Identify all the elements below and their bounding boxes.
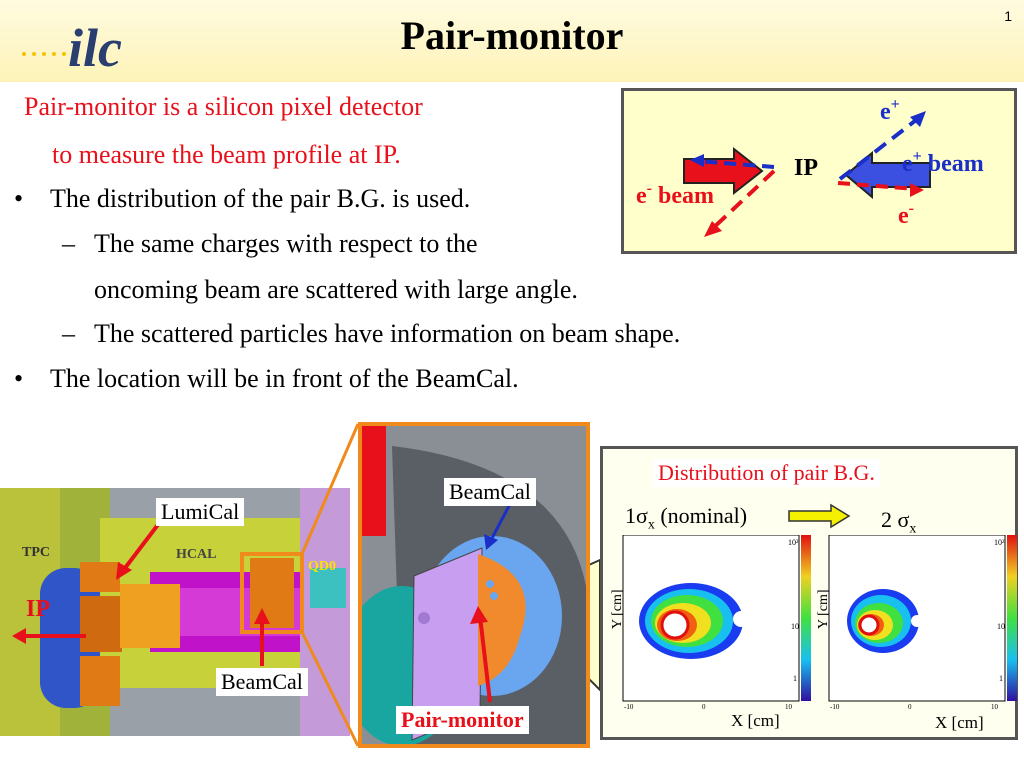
beam-diagram: IP e+ e+ beam e- e- beam: [621, 88, 1017, 254]
svg-text:ilc: ilc: [68, 18, 122, 74]
e-plus-beam-label: e+ beam: [902, 148, 984, 177]
scale-top-right: 10²: [994, 538, 1005, 547]
bullet-2-text: The same charges with respect to the: [94, 229, 478, 258]
scale-mid-right: 10: [997, 622, 1005, 631]
qd0-label: QD0: [308, 559, 336, 574]
bullet-2-marker: –: [62, 229, 75, 258]
intro-line-1: Pair-monitor is a silicon pixel detector: [24, 92, 423, 121]
bullet-1-text: The distribution of the pair B.G. is use…: [50, 184, 471, 213]
tick-left-end: 10: [785, 703, 793, 711]
nominal-label: 1σx (nominal): [625, 503, 748, 533]
distribution-plot-double: Y [cm] 10² 10 1 -10 0 10: [816, 535, 1017, 711]
scale-bot-left: 1: [793, 674, 797, 683]
arrow-icon: [788, 503, 851, 529]
bullet-3-text: oncoming beam are scattered with large a…: [94, 275, 578, 304]
beam-diagram-svg: IP e+ e+ beam e- e- beam: [636, 96, 984, 237]
tick-left-1: -10: [624, 703, 634, 711]
page-number: 1: [1004, 8, 1012, 24]
yaxis-label-right: Y [cm]: [816, 589, 831, 629]
bullet-5-text: The location will be in front of the Bea…: [50, 364, 519, 393]
bullet-1-marker: •: [14, 184, 24, 213]
distribution-title: Distribution of pair B.G.: [653, 459, 880, 487]
scale-bot-right: 1: [999, 674, 1003, 683]
e-minus-label: e-: [898, 200, 914, 229]
slide-header: ilc Pair-monitor 1: [0, 0, 1024, 82]
tick-left-mid: 0: [702, 703, 706, 711]
tpc-label: TPC: [22, 545, 50, 560]
distribution-panel: Distribution of pair B.G. 1σx (nominal) …: [600, 446, 1018, 740]
pair-monitor-label: Pair-monitor: [396, 706, 529, 734]
e-minus-beam-label: e- beam: [636, 180, 714, 209]
tick-right-1: -10: [830, 703, 840, 711]
zoom-beamcal-label: BeamCal: [444, 478, 536, 506]
detector-scene: TPC HCAL QD0 LumiCal BeamCal IP: [0, 488, 350, 736]
intro-line-2: to measure the beam profile at IP.: [52, 140, 401, 169]
e-plus-label: e+: [880, 96, 900, 125]
bullet-5-marker: •: [14, 364, 24, 393]
lumical-label: LumiCal: [156, 498, 245, 526]
hcal-label: HCAL: [176, 547, 216, 562]
page-title: Pair-monitor: [400, 13, 624, 58]
scale-top-left: 10²: [788, 538, 799, 547]
beamcal-label: BeamCal: [216, 668, 308, 696]
tick-right-end: 10: [991, 703, 999, 711]
double-sigma-label: 2 σx: [881, 507, 917, 537]
bullet-4-marker: –: [62, 319, 75, 348]
bullet-4-text: The scattered particles have information…: [94, 319, 681, 348]
yaxis-label-left: Y [cm]: [610, 589, 625, 629]
zoom-view-image: [362, 426, 586, 744]
ilc-logo: ilc: [22, 18, 122, 74]
tick-right-mid: 0: [908, 703, 912, 711]
zoom-view: BeamCal Pair-monitor: [358, 422, 590, 748]
ip-label: IP: [794, 155, 818, 181]
xaxis-label-right: X [cm]: [935, 713, 984, 732]
xaxis-label-left: X [cm]: [731, 711, 780, 730]
distribution-plot-nominal: Y [cm] 10² 10 1 -10 0 10: [610, 535, 811, 711]
ip-arrow-label: IP: [26, 596, 50, 622]
scale-mid-left: 10: [791, 622, 799, 631]
